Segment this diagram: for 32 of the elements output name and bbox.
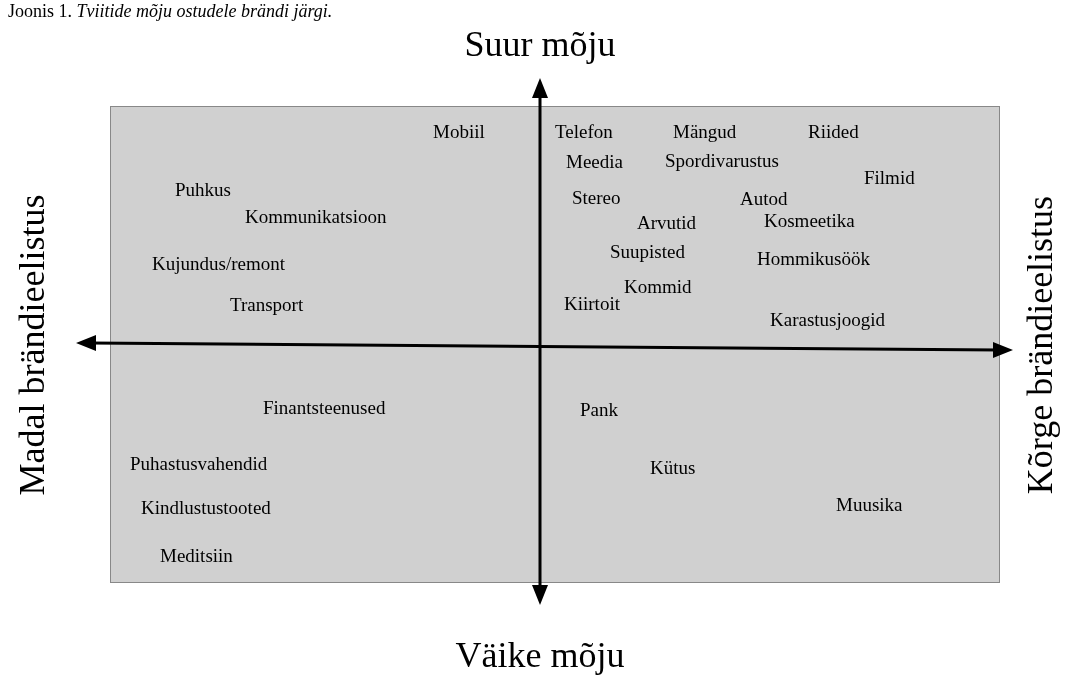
category-label: Meditsiin — [160, 545, 233, 567]
category-label: Spordivarustus — [665, 150, 779, 172]
axis-label: Kõrge brändieelistus — [1020, 195, 1060, 495]
category-label: Kindlustustooted — [141, 497, 271, 519]
category-label: Finantsteenused — [263, 397, 386, 419]
category-label: Kütus — [650, 457, 696, 479]
category-label: Suupisted — [610, 241, 685, 263]
axis-label: Suur mõju — [464, 24, 616, 64]
category-label: Transport — [230, 294, 304, 316]
category-label: Kujundus/remont — [152, 253, 285, 275]
category-label: Mängud — [673, 121, 737, 143]
category-label: Hommikusöök — [757, 248, 870, 270]
category-label: Telefon — [555, 121, 613, 143]
category-label: Puhkus — [175, 179, 231, 201]
axis-label: Madal brändieelistus — [12, 194, 52, 496]
category-label: Arvutid — [637, 212, 697, 234]
category-label: Filmid — [864, 167, 915, 189]
category-label: Muusika — [836, 494, 903, 516]
category-label: Stereo — [572, 187, 621, 209]
axis-label: Väike mõju — [455, 635, 625, 675]
figure-title: Joonis 1. Tviitide mõju ostudele brändi järgi. — [8, 0, 333, 22]
category-label: Autod — [740, 188, 788, 210]
category-label: Riided — [808, 121, 859, 143]
category-label: Kommid — [624, 276, 692, 298]
category-label: Pank — [580, 399, 618, 421]
category-label: Mobiil — [433, 121, 485, 143]
category-label: Kiirtoit — [564, 293, 620, 315]
category-label: Kosmeetika — [764, 210, 855, 232]
category-label: Kommunikatsioon — [245, 206, 387, 228]
category-label: Puhastusvahendid — [130, 453, 268, 475]
category-label: Karastusjoogid — [770, 309, 886, 331]
category-label: Meedia — [566, 151, 623, 173]
